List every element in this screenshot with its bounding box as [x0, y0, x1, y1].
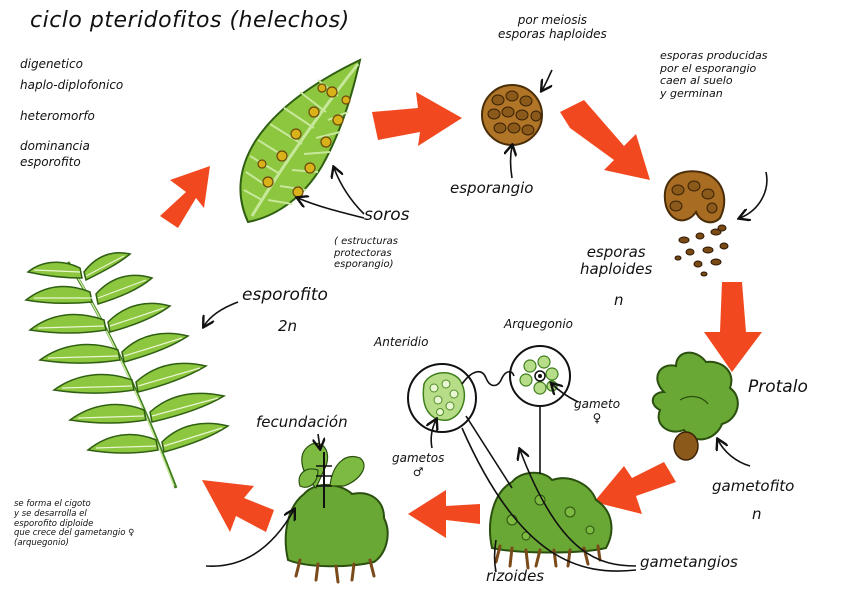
cycle-arrow-spores-fall: [560, 100, 650, 180]
label-esporangio: esporangio: [450, 179, 534, 197]
cycle-arrow-to-sporophyte: [202, 480, 274, 532]
label-spores-fall: esporas producidas por el esporangio cae…: [660, 49, 768, 100]
label-arquegonio: Arquegonio: [504, 317, 573, 331]
fern-pinna-with-sori: [239, 58, 362, 224]
gametophyte: [489, 471, 613, 570]
label-meiosis: por meiosis esporas haploides: [498, 13, 607, 41]
label-soros: soros: [364, 205, 410, 225]
cycle-arrow-down-to-protalo: [704, 282, 762, 372]
pointer-fecundacion: [318, 433, 320, 448]
diagram-title: ciclo pteridofitos (helechos): [30, 8, 350, 33]
label-gametangios: gametangios: [640, 553, 738, 571]
cycle-arrow-up: [160, 166, 210, 228]
pointer-spores-fall: [740, 171, 768, 218]
label-zygote-note: se forma el cigoto y se desarrolla el es…: [14, 499, 135, 549]
pointer-esporofito: [204, 301, 239, 326]
label-esporofito-2n: 2n: [278, 317, 298, 335]
pointer-zygote: [205, 510, 294, 567]
cycle-arrow-to-gametophyte: [594, 462, 676, 514]
feature-heteromorfo: heteromorfo: [20, 109, 95, 123]
label-protalo: Protalo: [748, 377, 808, 397]
label-haploid-spores: esporas haploides: [580, 243, 653, 279]
line-antheridium: [465, 415, 513, 489]
antheridium-zoom: [407, 363, 477, 433]
pointer-rizoides: [493, 539, 497, 573]
feature-dominancia: dominancia: [20, 139, 90, 153]
label-rizoides: rizoides: [486, 567, 545, 585]
label-fecundacion: fecundación: [256, 413, 348, 431]
rhizoids: [494, 544, 602, 570]
feature-esporofito: esporofito: [20, 155, 81, 169]
pointer-soros-b: [298, 198, 365, 219]
label-esporofito: esporofito: [242, 285, 328, 305]
sorus-dots: [257, 83, 351, 198]
sporangium-sphere: [481, 84, 543, 146]
label-gametos-m: gametos ♂: [392, 451, 445, 479]
cycle-arrow-to-fecundation: [408, 490, 480, 538]
open-sporangium-releasing-spores: [663, 170, 729, 277]
feature-haplo-diplofonico: haplo-diplofonico: [20, 78, 124, 92]
label-gameto-f: gameto ♀: [574, 397, 621, 425]
feature-digenetico: digenetico: [20, 57, 83, 71]
cycle-arrow-to-spores: [372, 92, 462, 146]
prothallus: [651, 351, 739, 461]
label-gametofito: gametofito: [712, 477, 795, 495]
label-soros-desc: ( estructuras protectoras esporangio): [334, 236, 399, 270]
label-anteridio: Anteridio: [374, 335, 429, 349]
pointer-gametos-m: [431, 420, 436, 449]
label-gametofito-n: n: [752, 505, 762, 523]
pointer-gametangios-b: [461, 427, 637, 572]
squiggle-sperm-path: [461, 370, 515, 387]
falling-spores: [674, 224, 729, 277]
archegonium-zoom: [509, 345, 571, 407]
young-sporophyte-leaves: [298, 442, 365, 490]
pointer-soros-a: [334, 168, 365, 215]
pointer-meiosis: [542, 69, 553, 90]
pointer-esporangio: [511, 146, 513, 179]
fern-sporophyte-frond: [24, 252, 230, 489]
pointer-gametofito: [718, 440, 751, 467]
fecundation-young-sporophyte: [284, 442, 389, 584]
label-haploid-n: n: [614, 291, 624, 309]
pointer-gameto-f: [552, 384, 579, 403]
pointer-gametangios-a: [520, 450, 637, 567]
